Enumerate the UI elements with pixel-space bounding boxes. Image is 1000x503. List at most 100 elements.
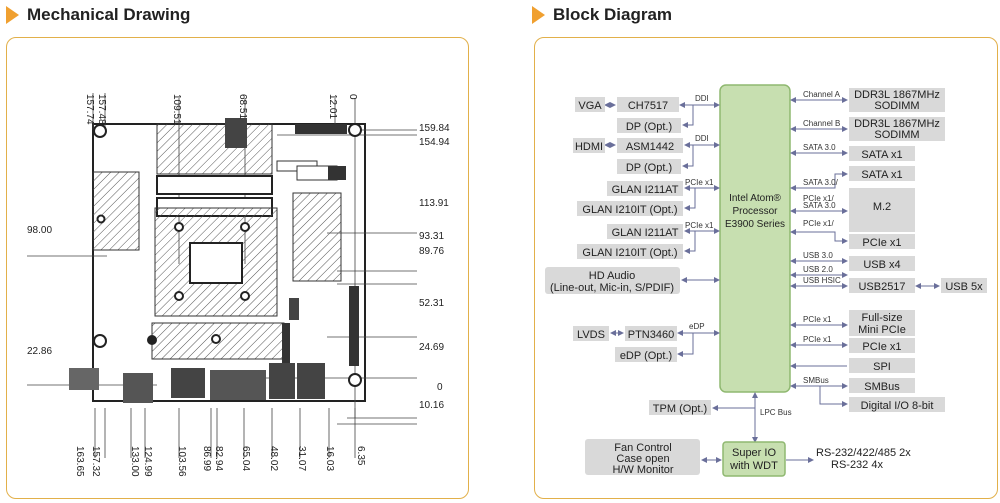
hdmi-box	[573, 138, 605, 153]
ch7517-label: CH7517	[628, 100, 668, 112]
sata-x1-box-1	[849, 146, 915, 161]
serial-labels: RS-232/422/485 2x RS-232 4x	[816, 447, 911, 471]
glan-i210it-box-2	[577, 244, 683, 259]
dim-right-4: 93.31	[419, 231, 444, 242]
bottom-dimension-labels: 163.65 157.32 133.00 124.99 103.56 86.99…	[74, 446, 366, 477]
ddr3l-box-b	[849, 117, 945, 141]
dp-opt-box-2	[617, 159, 681, 174]
cpu-line-3: E3900 Series	[725, 219, 785, 230]
cpu-block	[719, 84, 791, 393]
mini-pcie-label: Mini PCIe	[858, 324, 906, 336]
bus-ddi-1: DDI	[695, 94, 709, 103]
dim-top-3: 109.51	[171, 94, 182, 125]
bus-channel-a: Channel A	[803, 90, 841, 99]
sodimm-a-label: SODIMM	[874, 100, 919, 112]
bus-pcie-m2: PCIe x1/	[803, 194, 834, 203]
glan-i211at-box-2	[607, 224, 683, 239]
bus-channel-b: Channel B	[803, 119, 840, 128]
spi-label: SPI	[873, 361, 891, 373]
cpu-line-2: Processor	[732, 206, 778, 217]
left-dimension-labels: 98.00 22.86	[27, 225, 52, 357]
ddr3l-b-label: DDR3L 1867MHz	[854, 118, 940, 130]
dim-bottom-1: 163.65	[74, 446, 85, 477]
dim-bottom-9: 48.02	[268, 446, 279, 471]
cpu-line-1: Intel Atom®	[729, 193, 781, 204]
fan-control-box	[585, 439, 700, 475]
m2-box	[849, 188, 915, 232]
usb2517-label: USB2517	[858, 281, 905, 293]
serial-line-2: RS-232 4x	[831, 459, 883, 471]
usb2517-box	[849, 278, 915, 293]
bus-edp: eDP	[689, 322, 705, 331]
glan-i210it-box-1	[577, 201, 683, 216]
dim-right-7: 24.69	[419, 342, 444, 353]
dim-bottom-12: 6.35	[355, 446, 366, 466]
dim-left-2: 22.86	[27, 346, 52, 357]
dim-top-2: 157.74	[84, 94, 95, 125]
case-open-label: Case open	[616, 453, 669, 465]
bus-sata-2: SATA 3.0/	[803, 178, 839, 187]
vga-box	[575, 97, 605, 112]
bus-usb-hsic: USB HSIC	[803, 276, 841, 285]
edp-opt-box	[615, 347, 677, 362]
mechanical-title: Mechanical Drawing	[27, 5, 191, 24]
pcie-x1-box-1	[849, 234, 915, 249]
bus-pcie-1: PCIe x1	[685, 178, 714, 187]
mechanical-heading: Mechanical Drawing	[6, 4, 190, 26]
block-panel: Intel Atom® Processor E3900 Series	[534, 37, 998, 499]
sata-x1-label-2: SATA x1	[861, 169, 902, 181]
dim-top-5: 12.01	[327, 94, 338, 119]
smbus-box	[849, 378, 915, 393]
bus-pcie-4: PCIe x1	[803, 315, 832, 324]
hd-audio-sub-label: (Line-out, Mic-in, S/PDIF)	[550, 282, 674, 294]
superio-line-2: with WDT	[729, 460, 778, 472]
block-title: Block Diagram	[553, 5, 673, 24]
dim-left-1: 98.00	[27, 225, 52, 236]
block-diagram: Intel Atom® Processor E3900 Series	[545, 84, 987, 477]
hd-audio-label: HD Audio	[589, 270, 635, 282]
dim-bottom-3: 133.00	[129, 446, 140, 477]
m2-label: M.2	[873, 201, 891, 213]
usb-5x-box	[941, 278, 987, 293]
dim-right-1: 159.84	[419, 123, 450, 134]
right-components: DDR3L 1867MHz SODIMM DDR3L 1867MHz SODIM…	[849, 88, 987, 412]
dim-right-9: 10.16	[419, 400, 444, 411]
dp-opt-label-1: DP (Opt.)	[626, 121, 672, 133]
ch7517-box	[617, 97, 679, 112]
bus-ddi-2: DDI	[695, 134, 709, 143]
glan-i211at-box-1	[607, 181, 683, 196]
dim-right-8: 0	[437, 382, 443, 393]
tpm-opt-label: TPM (Opt.)	[653, 403, 707, 415]
usb-5x-label: USB 5x	[945, 281, 983, 293]
dim-right-2: 154.94	[419, 137, 450, 148]
usb-x4-box	[849, 256, 915, 271]
dim-bottom-6: 86.99	[201, 446, 212, 471]
dim-right-5: 89.76	[419, 246, 444, 257]
smbus-label: SMBus	[864, 381, 900, 393]
dp-opt-label-2: DP (Opt.)	[626, 162, 672, 174]
mechanical-drawing: 157.48 157.74 109.51 68.51 12.01 0 159.8…	[27, 93, 450, 477]
dim-right-3: 113.91	[419, 198, 449, 209]
glan-i210it-label-1: GLAN I210IT (Opt.)	[582, 204, 677, 216]
sata-x1-box-2	[849, 166, 915, 181]
glan-i211at-label-1: GLAN I211AT	[612, 184, 679, 196]
bus-pcie-3: PCIe x1/	[803, 219, 834, 228]
mini-pcie-box	[849, 310, 915, 336]
full-size-label: Full-size	[862, 312, 903, 324]
dim-bottom-7: 82.94	[213, 446, 224, 471]
bus-usb3: USB 3.0	[803, 251, 833, 260]
dim-right-6: 52.31	[419, 298, 444, 309]
bus-sata-m2: SATA 3.0	[803, 201, 836, 210]
ptn3460-box	[625, 326, 677, 341]
sodimm-b-label: SODIMM	[874, 129, 919, 141]
digital-io-label: Digital I/O 8-bit	[861, 400, 934, 412]
dim-bottom-8: 65.04	[240, 446, 251, 471]
fan-control-label: Fan Control	[614, 442, 671, 454]
tpm-opt-box	[649, 400, 711, 415]
usb-x4-label: USB x4	[863, 259, 900, 271]
bus-usb2: USB 2.0	[803, 265, 833, 274]
vga-label: VGA	[578, 100, 602, 112]
dim-bottom-2: 157.32	[90, 446, 101, 477]
dim-bottom-5: 103.56	[176, 446, 187, 477]
asm1442-label: ASM1442	[626, 141, 674, 153]
